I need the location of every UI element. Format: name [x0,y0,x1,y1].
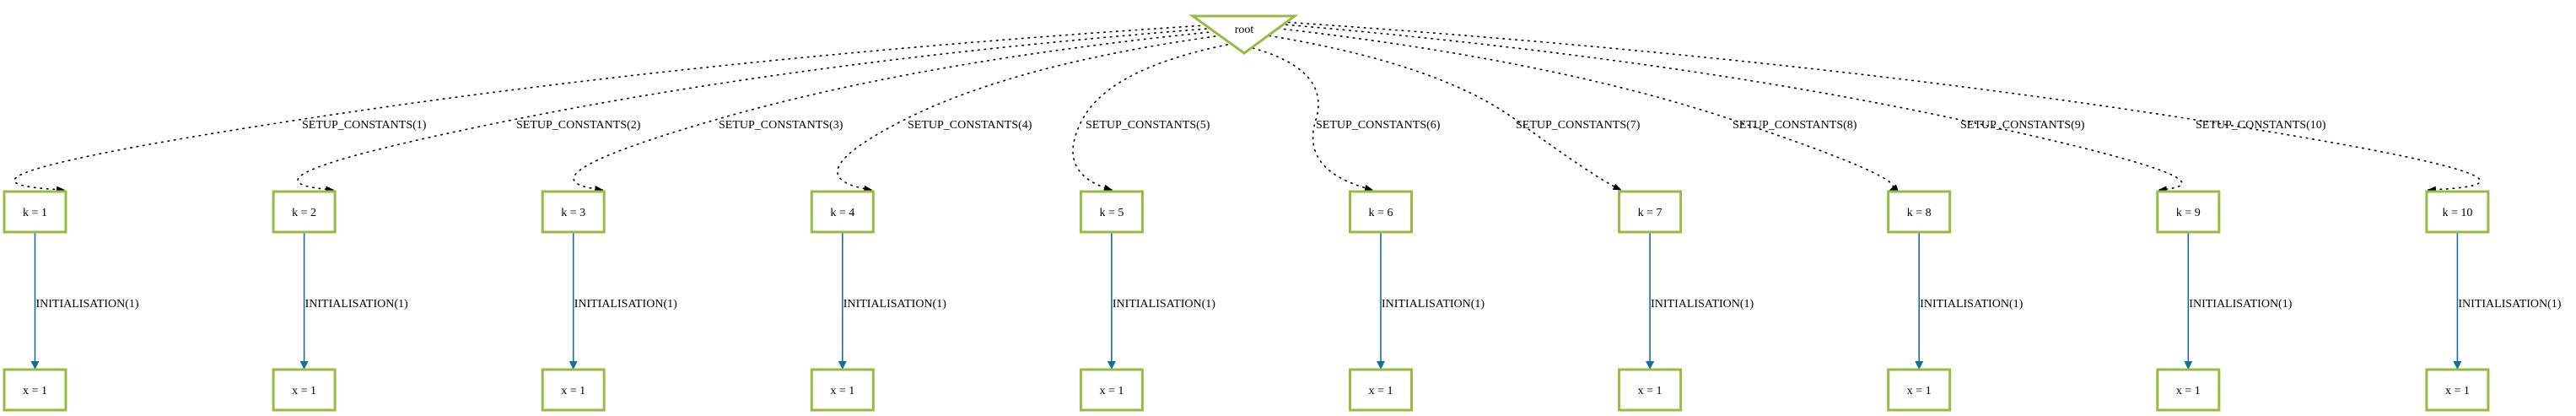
setup-constants-edge[interactable] [837,33,1235,192]
state-node-box [1079,368,1144,412]
setup-constants-edge[interactable] [1072,41,1241,192]
state-node-label: x = 1 [2445,385,2470,397]
setup-constants-edge-label: SETUP_CONSTANTS(7) [1516,119,1641,132]
state-node-x[interactable]: x = 1 [2425,368,2490,412]
state-node-label: x = 1 [1907,385,1932,397]
initialisation-edge-label: INITIALISATION(1) [843,298,946,311]
setup-constants-edge-label: SETUP_CONSTANTS(6) [1316,119,1441,132]
initialisation-edge-label: INITIALISATION(1) [1651,298,1754,311]
state-node-label: k = 1 [23,207,47,219]
state-node-label: x = 1 [1099,385,1124,397]
initialisation-edge-label: INITIALISATION(1) [36,298,139,311]
state-node-label: k = 5 [1099,207,1124,219]
state-node-box [2156,190,2221,234]
state-node-x[interactable]: x = 1 [1349,368,1413,412]
state-node-x[interactable]: x = 1 [810,368,875,412]
state-node-x[interactable]: x = 1 [2156,368,2221,412]
state-node-box [2156,368,2221,412]
state-node-box [272,190,337,234]
initialisation-edge-label: INITIALISATION(1) [1382,298,1485,311]
setup-constants-edge-label: SETUP_CONSTANTS(10) [2196,119,2326,132]
state-node-label: x = 1 [1369,385,1393,397]
state-node-box [1349,368,1413,412]
state-node-box [2425,190,2490,234]
state-node-label: k = 4 [830,207,854,219]
state-node-label: k = 8 [1907,207,1932,219]
state-node-box [2425,368,2490,412]
state-node-box [3,190,67,234]
state-node-k[interactable]: k = 4 [810,190,875,234]
state-node-box [272,368,337,412]
state-node-x[interactable]: x = 1 [541,368,606,412]
state-node-box [810,368,875,412]
setup-constants-edge[interactable] [13,24,1207,193]
setup-constants-edge[interactable] [1264,26,1899,191]
state-node-label: x = 1 [2176,385,2201,397]
root-node[interactable]: root [1188,14,1299,55]
state-node-label: k = 2 [292,207,316,219]
state-node-k[interactable]: k = 3 [541,190,606,234]
state-node-k[interactable]: k = 7 [1618,190,1683,234]
state-node-box [541,368,606,412]
state-node-k[interactable]: k = 6 [1349,190,1413,234]
state-node-box [3,368,67,412]
setup-constants-edge[interactable] [1273,23,2183,193]
state-node-box [1618,190,1683,234]
state-node-label: x = 1 [561,385,585,397]
setup-constants-edge-label: SETUP_CONSTANTS(5) [1086,119,1210,132]
setup-constants-edge-label: SETUP_CONSTANTS(3) [719,119,843,132]
state-node-box [1079,190,1144,234]
initialisation-edge-label: INITIALISATION(1) [574,298,677,311]
state-node-k[interactable]: k = 5 [1079,190,1144,234]
state-node-x[interactable]: x = 1 [272,368,337,412]
setup-constants-edge[interactable] [297,27,1220,193]
state-node-x[interactable]: x = 1 [1887,368,1952,412]
setup-constants-edge-label: SETUP_CONSTANTS(4) [908,119,1032,132]
state-node-box [1887,190,1952,234]
root-triangle [1188,14,1299,55]
setup-constants-edge[interactable] [1246,46,1373,192]
state-node-k[interactable]: k = 8 [1887,190,1952,234]
state-node-box [1887,368,1952,412]
setup-constants-edge[interactable] [1256,33,1622,191]
state-node-label: x = 1 [23,385,47,397]
state-node-label: k = 7 [1638,207,1663,219]
root-label: root [1235,24,1254,36]
state-node-box [541,190,606,234]
state-node-label: k = 10 [2442,207,2472,219]
initialisation-edge-label: INITIALISATION(1) [1113,298,1215,311]
state-node-label: k = 9 [2176,207,2201,219]
state-node-x[interactable]: x = 1 [1618,368,1683,412]
state-node-label: k = 3 [561,207,585,219]
state-node-box [1618,368,1683,412]
state-node-k[interactable]: k = 1 [3,190,67,234]
initialisation-edge-label: INITIALISATION(1) [1920,298,2023,311]
setup-constants-edge-label: SETUP_CONSTANTS(8) [1733,119,1857,132]
state-node-x[interactable]: x = 1 [3,368,67,412]
setup-constants-edge-label: SETUP_CONSTANTS(9) [1960,119,2085,132]
setup-constants-edge[interactable] [1281,21,2482,193]
state-node-k[interactable]: k = 9 [2156,190,2221,234]
setup-constants-edge-label: SETUP_CONSTANTS(2) [516,119,641,132]
initialisation-edge-label: INITIALISATION(1) [305,298,408,311]
initialisation-edge-label: INITIALISATION(1) [2458,298,2561,311]
setup-constants-edge-label: SETUP_CONSTANTS(1) [302,119,427,132]
setup-constants-edge[interactable] [573,30,1228,192]
state-node-label: x = 1 [292,385,316,397]
state-node-x[interactable]: x = 1 [1079,368,1144,412]
state-node-label: x = 1 [830,385,854,397]
state-node-box [1349,190,1413,234]
state-node-label: x = 1 [1638,385,1663,397]
state-node-box [810,190,875,234]
state-node-label: k = 6 [1369,207,1393,219]
state-node-k[interactable]: k = 10 [2425,190,2490,234]
state-node-k[interactable]: k = 2 [272,190,337,234]
initialisation-edge-label: INITIALISATION(1) [2189,298,2292,311]
